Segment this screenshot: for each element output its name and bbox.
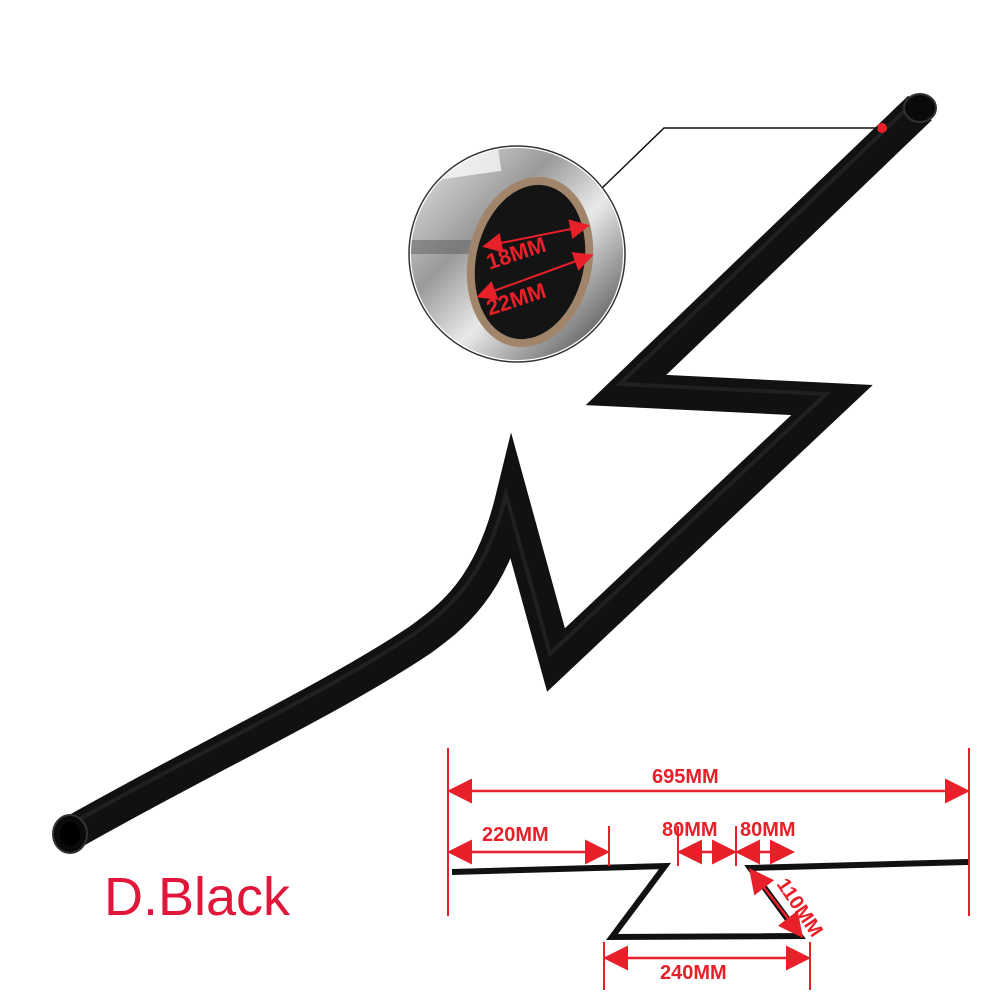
bottom-width-label: 240MM	[660, 962, 727, 984]
dimension-diagram: 695MM 220MM 80MM 80MM 110MM 240MM	[447, 748, 970, 990]
z-handlebar	[52, 93, 937, 854]
dimension-bar-outline	[451, 859, 969, 941]
step-left-label: 80MM	[662, 819, 718, 841]
leader-line	[599, 127, 878, 191]
color-variant-label: D.Black	[104, 867, 291, 927]
right-tube-end	[903, 93, 937, 123]
side-length-label: 220MM	[482, 824, 549, 846]
detail-marker-dot	[877, 123, 887, 133]
total-width-label: 695MM	[652, 766, 719, 788]
tube-detail-circle: 18MM 22MM	[408, 145, 626, 363]
step-right-label: 80MM	[740, 819, 796, 841]
